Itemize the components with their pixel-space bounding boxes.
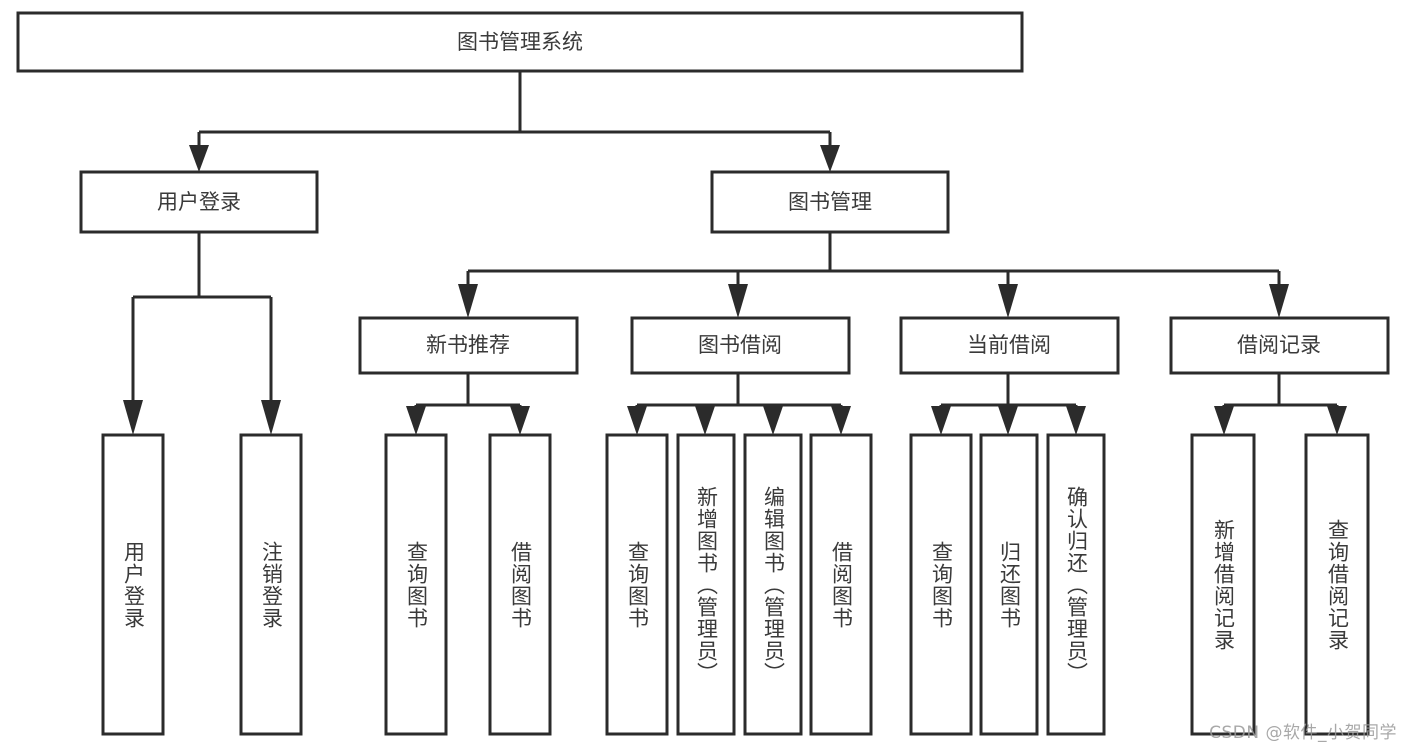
leaf-boxes-new-book-recommend bbox=[384, 433, 552, 736]
node-current-borrow-box[interactable] bbox=[899, 316, 1120, 375]
arrow-head-userlogin-leaf1 bbox=[123, 400, 143, 435]
node-user-login-label: 用户登录 bbox=[157, 190, 241, 214]
arrow-head-bookborrow-leaf1 bbox=[627, 406, 647, 435]
node-root-box[interactable] bbox=[16, 11, 1024, 73]
connector-group-root bbox=[189, 71, 840, 172]
leaf-box-book-borrow-1[interactable] bbox=[605, 433, 669, 736]
arrow-head-root-userlogin bbox=[189, 145, 209, 172]
leaf-box-user-login-1[interactable] bbox=[101, 433, 165, 736]
arrow-head-borrowrecord-leaf2 bbox=[1327, 406, 1347, 435]
leaf-box-current-borrow-3[interactable] bbox=[1046, 433, 1106, 736]
arrow-head-borrowrecord-leaf1 bbox=[1214, 406, 1234, 435]
node-book-management[interactable]: 图书管理 bbox=[710, 170, 950, 234]
connector-group-bookmgmt bbox=[458, 232, 1289, 318]
arrow-head-bookmgmt-child3 bbox=[998, 284, 1018, 318]
arrow-head-currentborrow-leaf1 bbox=[931, 406, 951, 435]
node-book-borrow[interactable]: 图书借阅 bbox=[630, 316, 851, 375]
arrow-head-newbook-leaf1 bbox=[406, 406, 426, 435]
node-root-label: 图书管理系统 bbox=[457, 30, 583, 54]
arrow-head-bookmgmt-child1 bbox=[458, 284, 478, 318]
node-book-borrow-box[interactable] bbox=[630, 316, 851, 375]
leaf-boxes-current-borrow bbox=[909, 433, 1106, 736]
node-borrow-record[interactable]: 借阅记录 bbox=[1169, 316, 1390, 375]
connector-group-userlogin bbox=[123, 232, 281, 435]
leaf-box-new-book-1[interactable] bbox=[384, 433, 448, 736]
arrow-head-root-bookmgmt bbox=[820, 145, 840, 172]
node-book-management-box[interactable] bbox=[710, 170, 950, 234]
arrow-head-bookborrow-leaf2 bbox=[695, 406, 715, 435]
leaf-box-current-borrow-1[interactable] bbox=[909, 433, 973, 736]
watermark-text: CSDN @软件_小贺同学 bbox=[1209, 723, 1397, 743]
leaf-box-book-borrow-2[interactable] bbox=[676, 433, 736, 736]
leaf-boxes-book-borrow bbox=[605, 433, 873, 736]
leaf-box-new-book-2[interactable] bbox=[488, 433, 552, 736]
node-user-login[interactable]: 用户登录 bbox=[79, 170, 319, 234]
arrow-head-bookborrow-leaf3 bbox=[763, 406, 783, 435]
node-borrow-record-label: 借阅记录 bbox=[1237, 333, 1321, 357]
leaf-box-book-borrow-4[interactable] bbox=[809, 433, 873, 736]
leaf-boxes-borrow-record bbox=[1190, 433, 1370, 736]
node-borrow-record-box[interactable] bbox=[1169, 316, 1390, 375]
arrow-head-bookborrow-leaf4 bbox=[831, 406, 851, 435]
leaf-box-borrow-record-1[interactable] bbox=[1190, 433, 1256, 736]
leaf-box-borrow-record-2[interactable] bbox=[1304, 433, 1370, 736]
node-new-book-recommend[interactable]: 新书推荐 bbox=[358, 316, 579, 375]
arrow-head-currentborrow-leaf2 bbox=[998, 406, 1018, 435]
node-root[interactable]: 图书管理系统 bbox=[16, 11, 1024, 73]
leaf-box-book-borrow-3[interactable] bbox=[743, 433, 803, 736]
connector-group-borrowrecord bbox=[1214, 373, 1347, 435]
arrow-head-bookmgmt-child4 bbox=[1269, 284, 1289, 318]
arrow-head-userlogin-leaf2 bbox=[261, 400, 281, 435]
node-book-management-label: 图书管理 bbox=[788, 190, 872, 214]
node-new-book-recommend-label: 新书推荐 bbox=[426, 333, 510, 357]
node-current-borrow-label: 当前借阅 bbox=[967, 333, 1051, 357]
node-new-book-recommend-box[interactable] bbox=[358, 316, 579, 375]
arrow-head-newbook-leaf2 bbox=[510, 406, 530, 435]
node-current-borrow[interactable]: 当前借阅 bbox=[899, 316, 1120, 375]
node-user-login-box[interactable] bbox=[79, 170, 319, 234]
connector-group-currentborrow bbox=[931, 373, 1086, 435]
node-book-borrow-label: 图书借阅 bbox=[698, 333, 782, 357]
leaf-boxes-user-login bbox=[101, 433, 303, 736]
connector-group-newbook bbox=[406, 373, 530, 435]
arrow-head-bookmgmt-child2 bbox=[728, 284, 748, 318]
connector-group-bookborrow bbox=[627, 373, 851, 435]
arrow-head-currentborrow-leaf3 bbox=[1066, 406, 1086, 435]
leaf-box-user-login-2[interactable] bbox=[239, 433, 303, 736]
leaf-box-current-borrow-2[interactable] bbox=[979, 433, 1039, 736]
